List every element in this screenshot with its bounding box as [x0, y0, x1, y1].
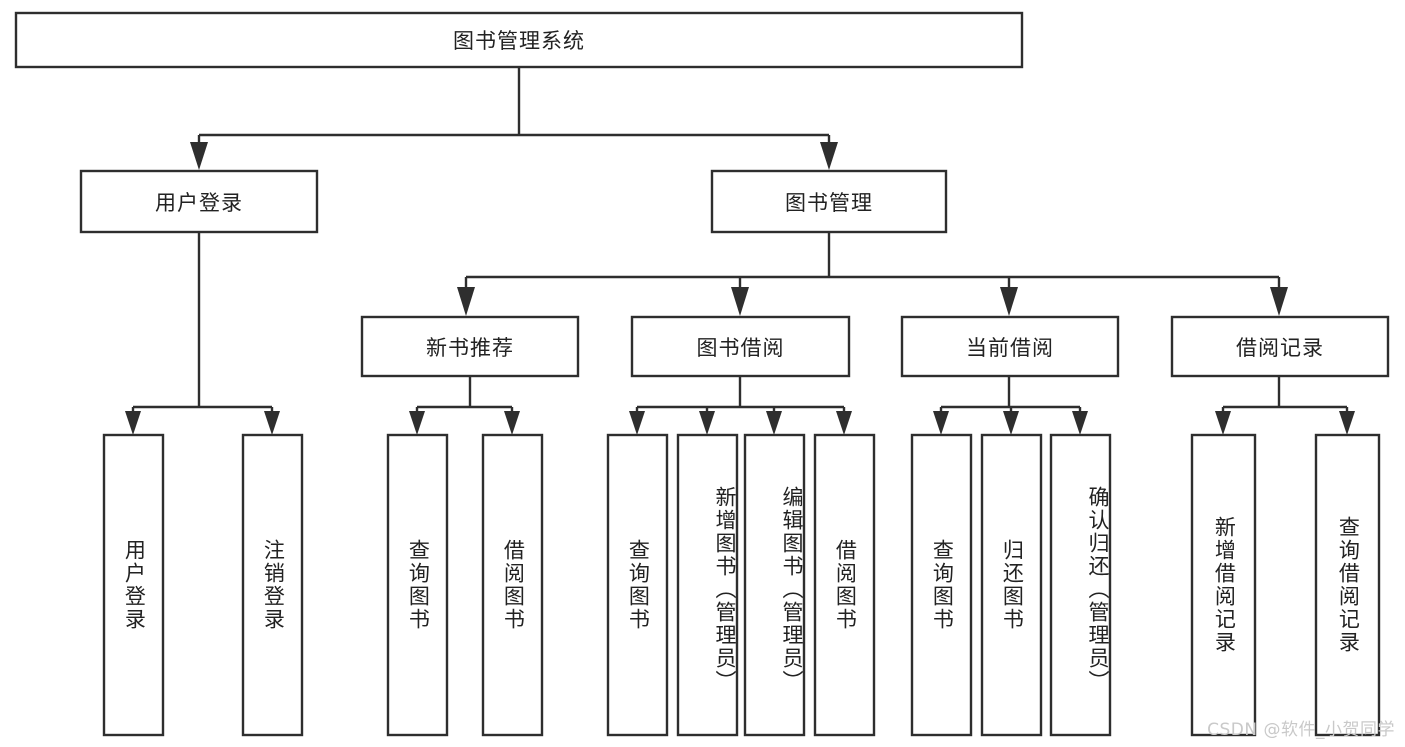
arrow-head-bb-leaf-3 [766, 411, 782, 435]
arrow-head-nb-leaf-2 [504, 411, 520, 435]
leaf-box-bb-query-book[interactable] [606, 433, 669, 737]
leaf-box-bb-add-book[interactable] [676, 433, 739, 737]
leaf-box-user-login[interactable] [102, 433, 165, 737]
leaf-box-logout[interactable] [241, 433, 304, 737]
arrow-head-br-leaf-2 [1339, 411, 1355, 435]
node-root-box[interactable] [14, 11, 1024, 69]
leaf-box-br-query-record[interactable] [1314, 433, 1381, 737]
arrow-head-bb-leaf-2 [699, 411, 715, 435]
leaf-box-cb-query-book[interactable] [910, 433, 973, 737]
leaf-box-br-add-record[interactable] [1190, 433, 1257, 737]
leaf-box-nb-borrow-book[interactable] [481, 433, 544, 737]
arrow-head-leaf-logout [264, 411, 280, 435]
arrow-head-cb-leaf-1 [933, 411, 949, 435]
node-user-login-box[interactable] [79, 169, 319, 234]
arrow-head-leaf-user-login [125, 411, 141, 435]
arrow-head-current-borrow [1000, 287, 1018, 316]
node-current-borrow-box[interactable] [900, 315, 1120, 378]
arrow-head-new-book [457, 287, 475, 316]
node-book-borrow-box[interactable] [630, 315, 851, 378]
leaf-box-cb-return-book[interactable] [980, 433, 1043, 737]
leaf-box-bb-borrow-book[interactable] [813, 433, 876, 737]
csdn-watermark: CSDN @软件_小贺同学 [1207, 720, 1395, 740]
node-book-manage-box[interactable] [710, 169, 948, 234]
arrow-head-user-login [190, 142, 208, 170]
node-borrow-record-box[interactable] [1170, 315, 1390, 378]
arrow-head-borrow-record [1270, 287, 1288, 316]
arrow-head-cb-leaf-3 [1072, 411, 1088, 435]
arrow-head-bb-leaf-4 [836, 411, 852, 435]
arrow-head-cb-leaf-2 [1003, 411, 1019, 435]
arrow-head-br-leaf-1 [1215, 411, 1231, 435]
arrow-head-book-borrow [731, 287, 749, 316]
leaf-box-cb-confirm-return[interactable] [1049, 433, 1112, 737]
node-new-book-recommend-box[interactable] [360, 315, 580, 378]
leaf-box-nb-query-book[interactable] [386, 433, 449, 737]
arrow-head-bb-leaf-1 [629, 411, 645, 435]
arrow-head-book-manage [820, 142, 838, 170]
leaf-box-bb-edit-book[interactable] [743, 433, 806, 737]
arrow-head-nb-leaf-1 [409, 411, 425, 435]
